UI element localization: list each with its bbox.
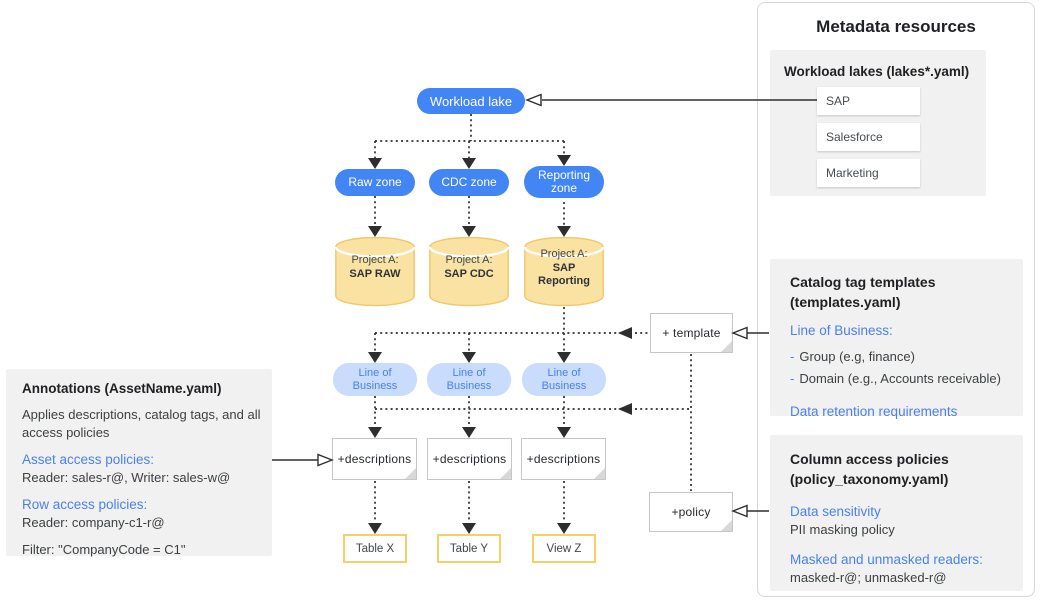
project-sap-reporting-cylinder: Project A: SAP Reporting <box>524 237 604 307</box>
table-y-node: Table Y <box>437 534 501 563</box>
dataset-label: SAP CDC <box>444 267 494 280</box>
lake-card-salesforce: Salesforce <box>817 123 920 151</box>
asset-policies-label: Asset access policies: <box>22 452 155 467</box>
row-policies-value: Reader: company-c1-r@ <box>22 515 165 530</box>
zones-to-cylinders-connector <box>368 196 571 237</box>
workload-lakes-heading: Workload lakes (lakes*.yaml) <box>784 64 970 79</box>
cdc-zone-node: CDC zone <box>429 169 509 196</box>
lob-tag-node: Line of Business <box>427 363 511 396</box>
readers-value: masked-r@; unmasked-r@ <box>790 570 947 585</box>
descriptions-note: +descriptions <box>427 438 512 480</box>
lake-card-sap: SAP <box>817 87 920 115</box>
cylinder-to-lob-junction-connector <box>368 307 650 363</box>
metadata-resources-panel: Metadata resources Workload lakes (lakes… <box>757 2 1035 597</box>
dataset-label: SAP RAW <box>349 267 401 280</box>
metadata-panel-title: Metadata resources <box>816 17 976 36</box>
project-label: Project A: <box>351 254 399 266</box>
lob-tag-node: Line of Business <box>333 363 417 396</box>
workload-lakes-section: Workload lakes (lakes*.yaml) SAP Salesfo… <box>770 50 986 196</box>
catalog-templates-section: Catalog tag templates (templates.yaml) L… <box>770 259 1023 419</box>
database-cylinder-icon <box>429 237 509 307</box>
policy-note: +policy <box>649 492 733 532</box>
raw-zone-node: Raw zone <box>335 169 415 196</box>
project-label: Project A: <box>445 254 493 266</box>
data-retention-label: Data retention requirements <box>790 404 958 419</box>
asset-policies-value: Reader: sales-r@, Writer: sales-w@ <box>22 470 231 485</box>
template-bullet-domain: -Domain (e.g., Accounts receivable) <box>790 371 1001 386</box>
bullet-dash: - <box>790 349 795 364</box>
descriptions-note: +descriptions <box>521 438 606 480</box>
annotations-heading: Annotations (AssetName.yaml) <box>22 381 222 396</box>
annotations-to-descriptions-arrow <box>272 453 334 467</box>
view-z-node: View Z <box>532 534 596 563</box>
column-access-section: Column access policies (policy_taxonomy.… <box>770 435 1023 591</box>
column-access-heading: Column access policies (policy_taxonomy.… <box>790 451 949 487</box>
lob-tag-node: Line of Business <box>522 363 606 396</box>
template-bullet-group: -Group (e.g, finance) <box>790 349 915 364</box>
lake-card-marketing: Marketing <box>817 159 920 187</box>
dataset-label: SAP Reporting <box>538 261 590 288</box>
filter-value: Filter: "CompanyCode = C1" <box>22 542 186 557</box>
catalog-templates-heading: Catalog tag templates (templates.yaml) <box>790 274 936 310</box>
readers-label: Masked and unmasked readers: <box>790 552 983 567</box>
reporting-zone-node: Reporting zone <box>524 166 604 198</box>
table-x-node: Table X <box>343 534 407 563</box>
descriptions-note: +descriptions <box>332 438 417 480</box>
line-of-business-label: Line of Business: <box>790 323 893 338</box>
annotations-panel: Annotations (AssetName.yaml) Applies des… <box>6 369 272 557</box>
row-policies-label: Row access policies: <box>22 497 148 512</box>
project-label: Project A: <box>540 248 588 260</box>
database-cylinder-icon <box>335 237 415 307</box>
workload-lake-node: Workload lake <box>417 88 525 114</box>
bullet-dash: - <box>790 371 795 386</box>
project-sap-cdc-cylinder: Project A: SAP CDC <box>429 237 509 307</box>
data-sensitivity-value: PII masking policy <box>790 522 895 537</box>
template-note: + template <box>650 313 733 353</box>
data-sensitivity-label: Data sensitivity <box>790 504 881 519</box>
project-sap-raw-cylinder: Project A: SAP RAW <box>335 237 415 307</box>
lake-to-zones-connector <box>368 114 571 169</box>
database-cylinder-icon <box>524 237 604 307</box>
annotations-description: Applies descriptions, catalog tags, and … <box>22 407 261 440</box>
descriptions-to-tables-connector <box>368 481 571 534</box>
